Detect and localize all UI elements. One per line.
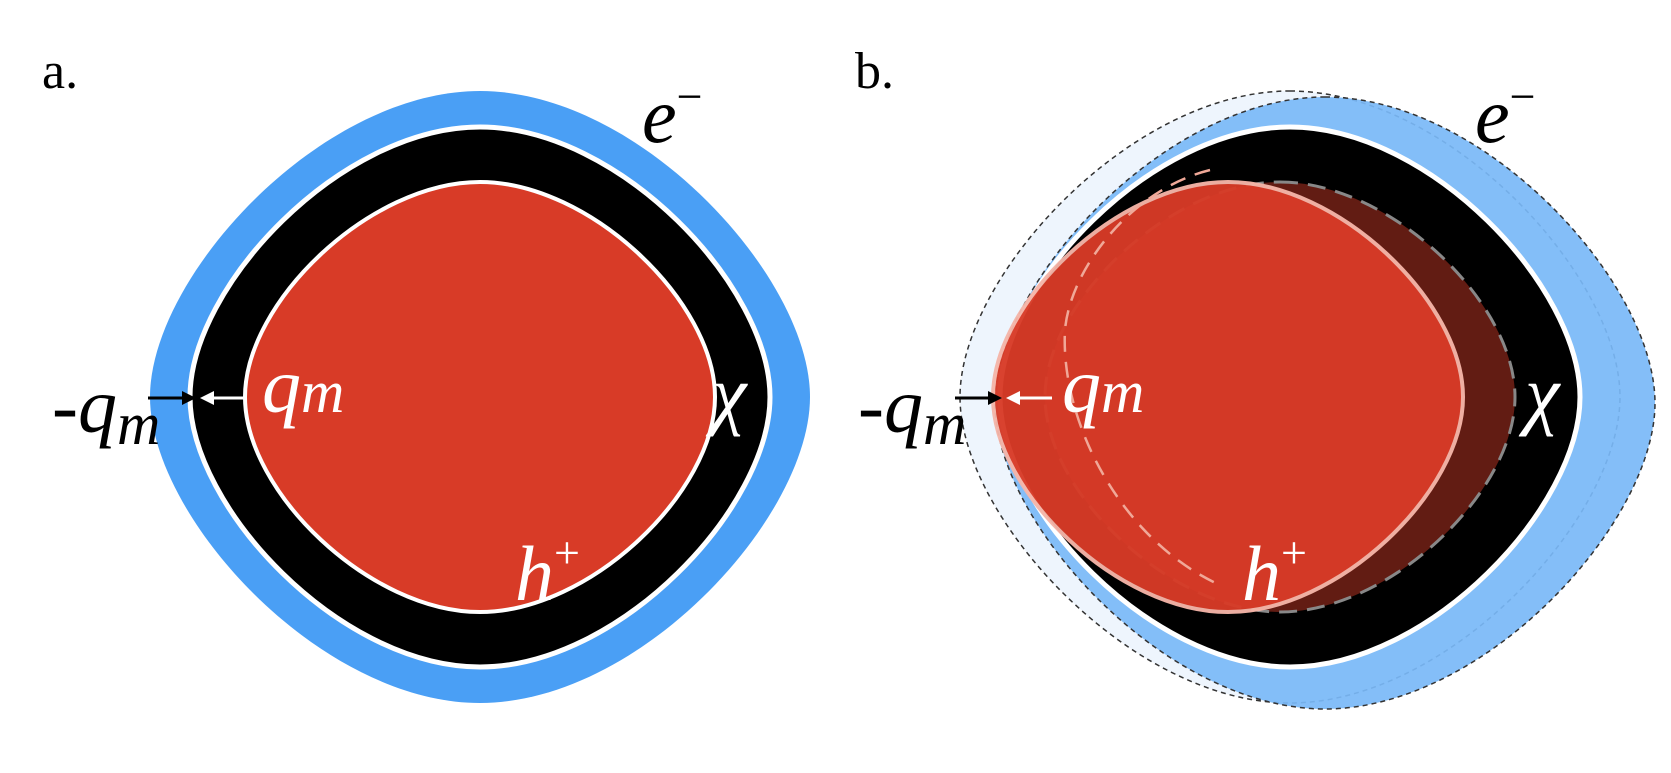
chi-label-b: χ (1518, 350, 1561, 437)
hole-label: h+ (515, 527, 580, 617)
chi-label: χ (705, 350, 748, 437)
hole-label-b: h+ (1242, 527, 1307, 617)
panel-a: a. e− χ h+ qm -qm (42, 43, 810, 703)
black-arrow-head (182, 391, 196, 405)
electron-label-b: e− (1475, 71, 1536, 159)
white-arrow-head-b (1006, 391, 1020, 405)
panel-a-shape (150, 91, 810, 703)
panel-b: b. e− χ h+ (855, 43, 1656, 710)
panel-b-arrows (955, 391, 1052, 405)
panel-b-label: b. (855, 43, 894, 100)
panel-a-label: a. (42, 43, 78, 100)
charge-label-b: qm (1062, 342, 1144, 429)
electron-label: e− (642, 71, 703, 159)
original-core-trace (1063, 168, 1221, 587)
panel-a-arrows (148, 391, 246, 405)
black-arrow-head-b (988, 391, 1002, 405)
neg-charge-label: -qm (52, 362, 160, 457)
neg-charge-label-b: -qm (858, 362, 966, 457)
charge-label: qm (262, 342, 344, 429)
white-arrow-head (200, 391, 214, 405)
